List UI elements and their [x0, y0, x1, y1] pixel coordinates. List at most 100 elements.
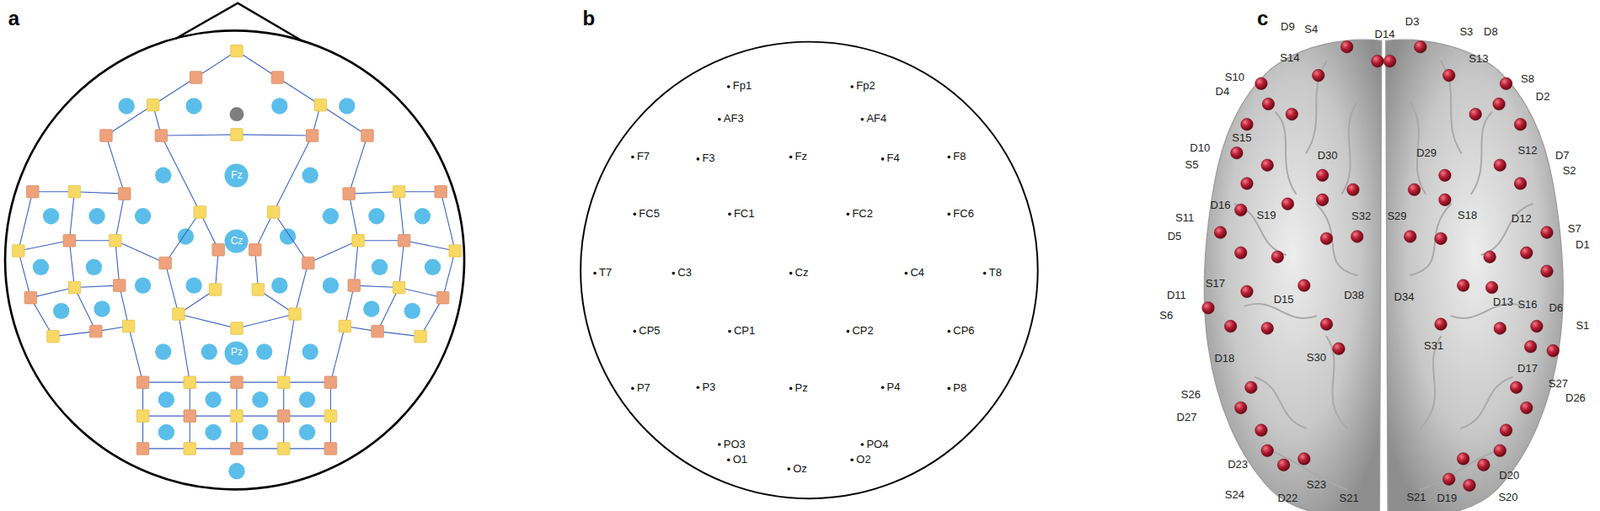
electrode-label: T8 [989, 267, 1002, 280]
channel-dot [322, 208, 339, 225]
detector-square [230, 410, 244, 423]
optode-label: S12 [1517, 144, 1537, 158]
source-square [230, 443, 244, 456]
channel-line [283, 448, 332, 450]
electrode-dot [631, 387, 635, 391]
channel-line [160, 134, 237, 136]
channel-line [143, 382, 191, 384]
channel-line [348, 135, 368, 194]
channel-dot [271, 97, 288, 114]
source-square [249, 243, 263, 257]
optode-label: D10 [1189, 142, 1210, 156]
electrode-dot [846, 213, 851, 217]
source-square [371, 325, 385, 338]
detector-square [314, 98, 327, 112]
detector-square [12, 245, 26, 258]
detector-square [208, 283, 222, 297]
electrode-label: P7 [636, 382, 651, 396]
channel-line [440, 192, 455, 252]
channel-line [178, 314, 190, 383]
detector-square [392, 185, 406, 198]
optode-sphere [1277, 459, 1290, 472]
optode-sphere [1230, 146, 1244, 160]
optode-sphere [1469, 107, 1483, 121]
detector-square [136, 410, 150, 423]
optode-label: S26 [1181, 389, 1201, 402]
optode-label: S21 [1338, 492, 1359, 506]
channel-dot [414, 208, 431, 225]
electrode-label: PO4 [866, 438, 889, 452]
optode-sphere [1439, 193, 1452, 207]
optode-label: D18 [1214, 353, 1235, 366]
electrode-label: CP5 [638, 325, 660, 338]
optode-label: D27 [1177, 412, 1198, 425]
detector-square [324, 410, 338, 423]
detector-square [338, 320, 352, 333]
channel-line [273, 135, 313, 213]
electrode-dot [881, 157, 885, 161]
optode-label: S8 [1520, 73, 1535, 86]
optode-label: S20 [1498, 492, 1518, 505]
detector-square [352, 235, 365, 248]
source-square [136, 376, 150, 390]
channel-dot [363, 300, 380, 317]
detector-square [47, 330, 60, 343]
source-square [301, 256, 315, 270]
channel-line [273, 212, 309, 264]
channel-dot [93, 300, 110, 317]
electrode-dot [789, 272, 793, 276]
channel-line [189, 416, 237, 418]
optode-label: D6 [1549, 302, 1564, 316]
source-square [230, 376, 244, 390]
channel-line [277, 77, 321, 106]
panel-letter: a [8, 6, 20, 31]
channel-line [18, 240, 70, 252]
electrode-label: CP6 [952, 325, 974, 338]
source-square [26, 185, 39, 198]
source-square [324, 376, 338, 390]
gyri [1410, 61, 1533, 491]
site-label: Fz [230, 170, 242, 182]
channel-line [69, 192, 75, 241]
electrode-label: PO3 [723, 438, 746, 452]
electrode-label: CP1 [733, 325, 755, 338]
electrode-label: FC1 [733, 208, 755, 221]
source-square [159, 256, 172, 270]
source-square [90, 325, 103, 338]
optode-label: D30 [1317, 149, 1338, 163]
channel-line [165, 212, 200, 264]
optode-sphere [1442, 473, 1456, 487]
electrode-dot [672, 272, 676, 276]
channel-line [377, 288, 399, 332]
channel-line [128, 326, 144, 384]
head-outline [5, 30, 465, 490]
electrode-label: CP2 [851, 325, 873, 338]
optode-sphere [1261, 322, 1274, 336]
channel-line [236, 416, 284, 418]
panel-letter: c [1257, 6, 1269, 31]
electrode-dot [727, 213, 732, 217]
hemisphere-surface [1204, 39, 1381, 511]
optode-label: S13 [1468, 53, 1488, 66]
circle-fill [224, 341, 249, 365]
channel-line [143, 416, 191, 418]
detector-square [183, 376, 197, 390]
channel-line [236, 134, 313, 136]
optode-label: D7 [1555, 149, 1570, 163]
optode-label: S2 [1562, 165, 1577, 178]
channel-dot [256, 343, 273, 360]
optode-sphere [1234, 401, 1247, 415]
optode-sphere [1340, 40, 1354, 54]
channel-dot [155, 343, 172, 360]
electrode-label: Fp2 [856, 80, 875, 93]
optode-sphere [1493, 322, 1507, 336]
electrode-label: FC6 [952, 208, 974, 221]
electrode-label: Cz [795, 267, 809, 280]
channel-dot [338, 97, 355, 114]
optode-label: S4 [1304, 23, 1318, 37]
reference-dot [229, 107, 244, 122]
electrode-dot [717, 117, 722, 122]
optode-label: D2 [1535, 90, 1551, 104]
